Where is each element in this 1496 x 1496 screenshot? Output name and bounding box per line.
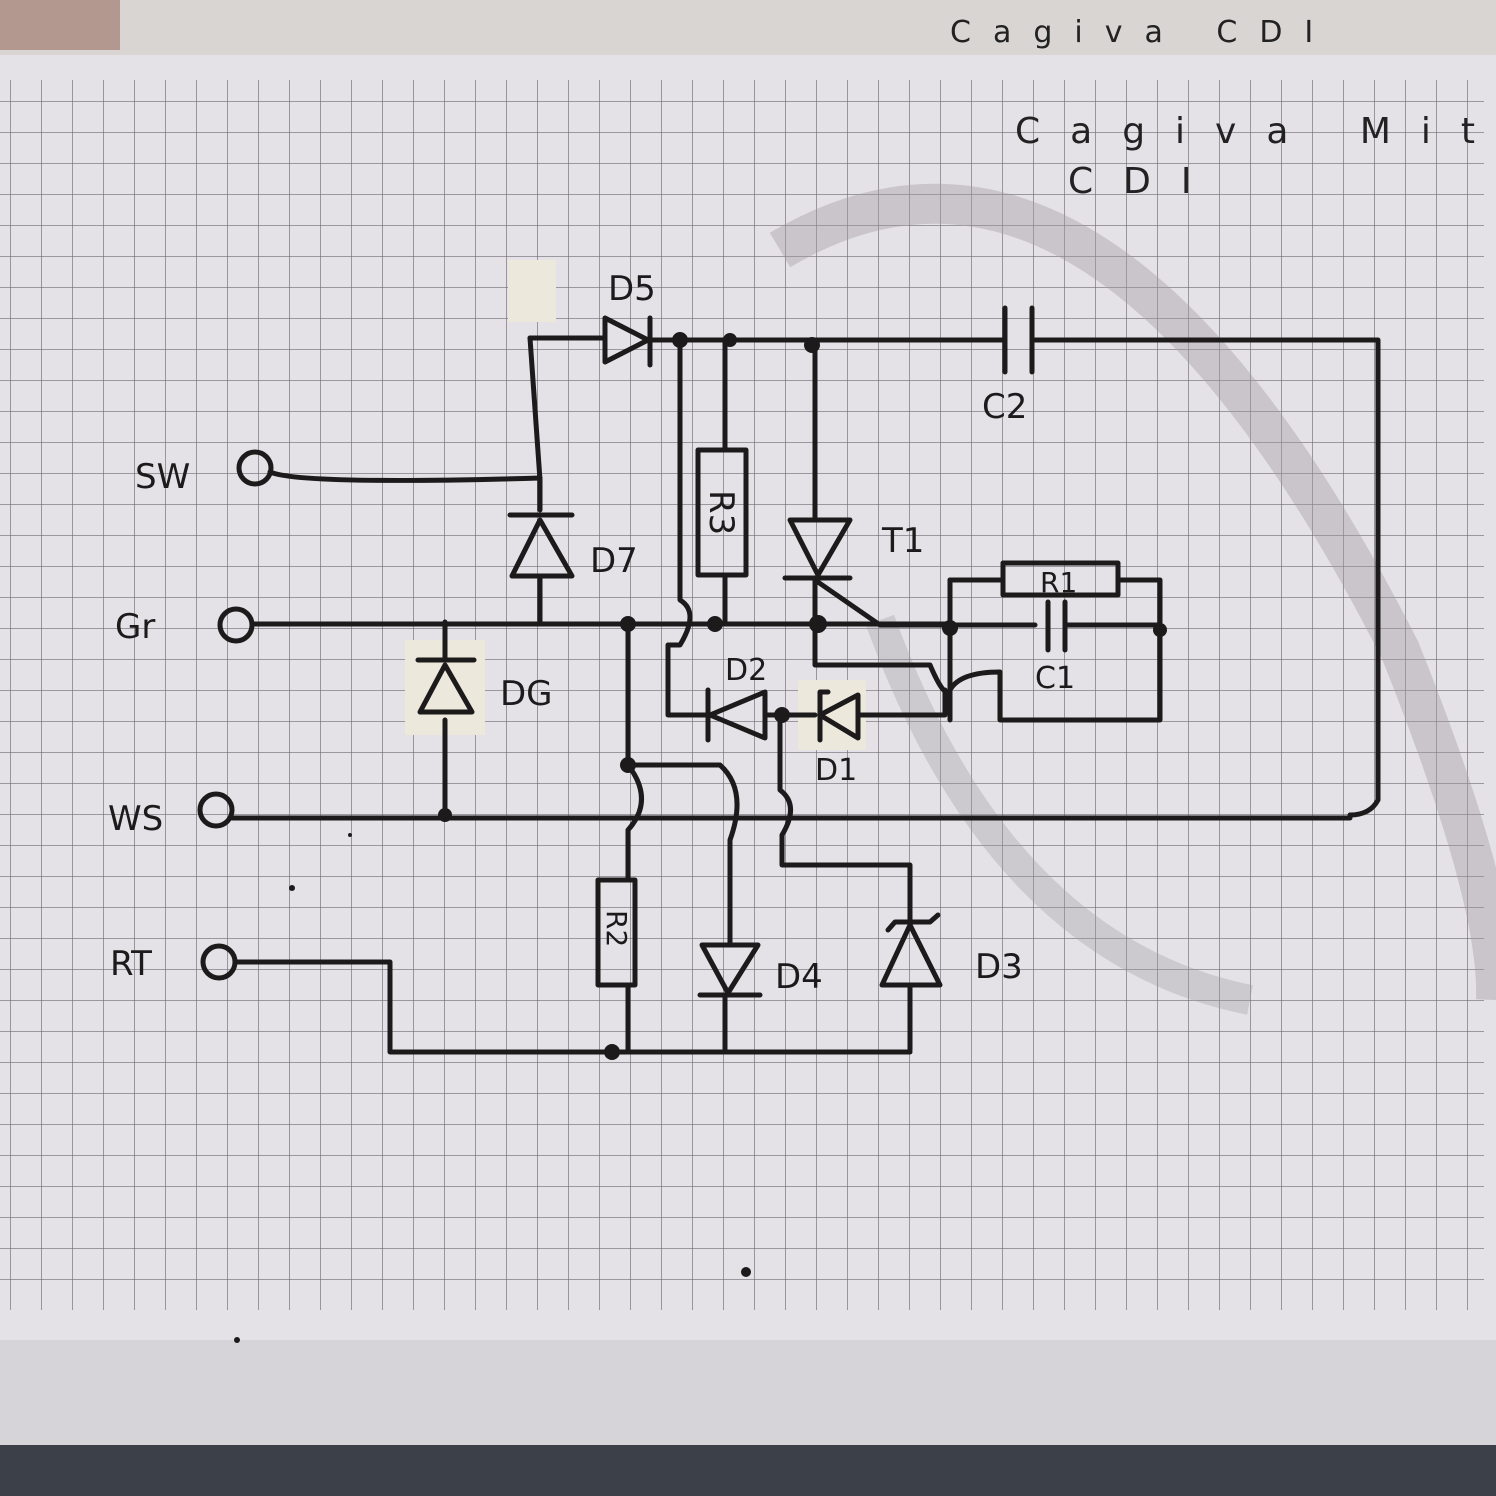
ink-specks bbox=[234, 833, 751, 1343]
diode-d7-symbol bbox=[507, 512, 575, 579]
diode-d6-symbol bbox=[415, 657, 477, 715]
capacitor-c1-symbol bbox=[1045, 599, 1068, 653]
table-surface bbox=[0, 1445, 1496, 1496]
c1-label: C1 bbox=[1035, 661, 1075, 696]
d4-label: D4 bbox=[775, 957, 823, 997]
diode-d2-symbol bbox=[705, 687, 768, 743]
d2-label: D2 bbox=[725, 653, 767, 688]
zener-d3-symbol bbox=[879, 912, 943, 988]
diode-d5-symbol bbox=[602, 315, 653, 368]
lower-paper bbox=[0, 1340, 1496, 1450]
thyristor-t1-symbol bbox=[782, 517, 853, 581]
c2-label: C2 bbox=[982, 387, 1027, 427]
capacitor-c2-symbol bbox=[1002, 305, 1035, 375]
d6-label: DG bbox=[500, 674, 553, 714]
resistor-r1-symbol bbox=[1000, 560, 1121, 598]
junctions bbox=[438, 332, 1167, 1060]
terminal-sw-label: SW bbox=[135, 457, 190, 497]
title-line1: Cagiva Mito bbox=[1015, 111, 1496, 152]
d1-label: D1 bbox=[815, 753, 857, 788]
r2-label: R2 bbox=[600, 910, 633, 947]
t1-label: T1 bbox=[881, 521, 924, 561]
diode-d1-symbol bbox=[817, 689, 861, 743]
background-note: Cagiva CDI bbox=[950, 15, 1335, 50]
r1-label: R1 bbox=[1040, 566, 1077, 599]
terminal-rt-label: RT bbox=[110, 944, 152, 984]
d3-label: D3 bbox=[975, 947, 1023, 987]
diode-d4-symbol bbox=[697, 942, 763, 998]
resistor-r3-symbol bbox=[695, 447, 749, 578]
correction-patch bbox=[508, 260, 556, 322]
title-line2: CDI bbox=[1068, 161, 1221, 202]
resistor-r2-symbol bbox=[595, 877, 638, 988]
terminal-circles bbox=[197, 449, 274, 981]
terminal-ws-label: WS bbox=[108, 799, 163, 839]
shadow bbox=[865, 614, 1253, 1015]
shadow bbox=[769, 183, 1496, 1000]
background-object bbox=[0, 0, 120, 50]
grid bbox=[0, 80, 1484, 1310]
r3-label: R3 bbox=[701, 490, 741, 535]
terminal-gr-label: Gr bbox=[115, 607, 155, 647]
wires bbox=[229, 335, 1381, 1055]
d5-label: D5 bbox=[608, 269, 656, 309]
d7-label: D7 bbox=[590, 541, 638, 581]
